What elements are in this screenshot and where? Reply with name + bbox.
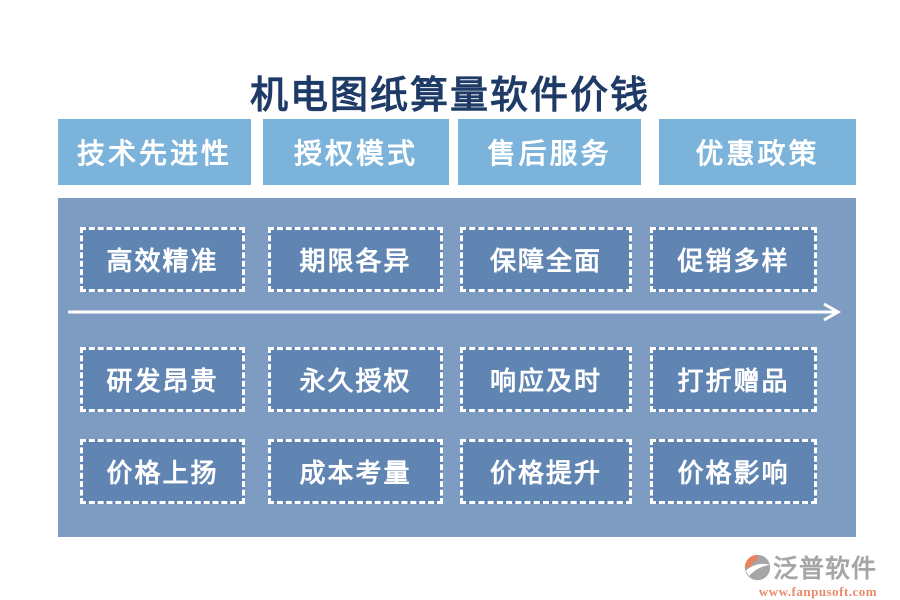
card-price-impact: 价格影响 xyxy=(650,439,817,504)
fanpu-logo-icon xyxy=(744,554,771,580)
brand-url: www.fanpusoft.com xyxy=(758,584,878,599)
brand-footer: 泛普软件 www.fanpusoft.com xyxy=(744,549,892,600)
card-permanent-license: 永久授权 xyxy=(268,347,443,412)
card-timely-response: 响应及时 xyxy=(460,347,632,412)
tab-license-mode: 授权模式 xyxy=(263,119,449,185)
page-title: 机电图纸算量软件价钱 xyxy=(249,75,650,117)
flow-arrow xyxy=(68,302,842,322)
card-full-guarantee: 保障全面 xyxy=(460,227,632,292)
card-rd-expensive: 研发昂贵 xyxy=(80,347,245,412)
tab-discount-policy: 优惠政策 xyxy=(659,119,856,185)
tab-after-sales-service: 售后服务 xyxy=(458,119,641,185)
card-cost-consideration: 成本考量 xyxy=(268,439,443,504)
flow-row-3: 价格上扬 成本考量 价格提升 价格影响 xyxy=(80,439,817,504)
card-price-rising: 价格上扬 xyxy=(80,439,245,504)
flow-row-2: 研发昂贵 永久授权 响应及时 打折赠品 xyxy=(80,347,817,412)
card-discount-gifts: 打折赠品 xyxy=(650,347,817,412)
brand-row: 泛普软件 xyxy=(744,549,892,585)
flow-panel: 高效精准 期限各异 保障全面 促销多样 研发昂贵 永久授权 响应及时 打折赠品 … xyxy=(58,198,856,537)
tab-technical-advancement: 技术先进性 xyxy=(58,119,251,185)
brand-name: 泛普软件 xyxy=(773,556,878,583)
card-diverse-promotions: 促销多样 xyxy=(650,227,817,292)
card-efficient-accurate: 高效精准 xyxy=(80,227,245,292)
card-varied-terms: 期限各异 xyxy=(268,227,443,292)
category-tab-row: 技术先进性 授权模式 售后服务 优惠政策 xyxy=(58,119,856,185)
card-price-increase: 价格提升 xyxy=(460,439,632,504)
flow-row-1: 高效精准 期限各异 保障全面 促销多样 xyxy=(80,227,817,292)
